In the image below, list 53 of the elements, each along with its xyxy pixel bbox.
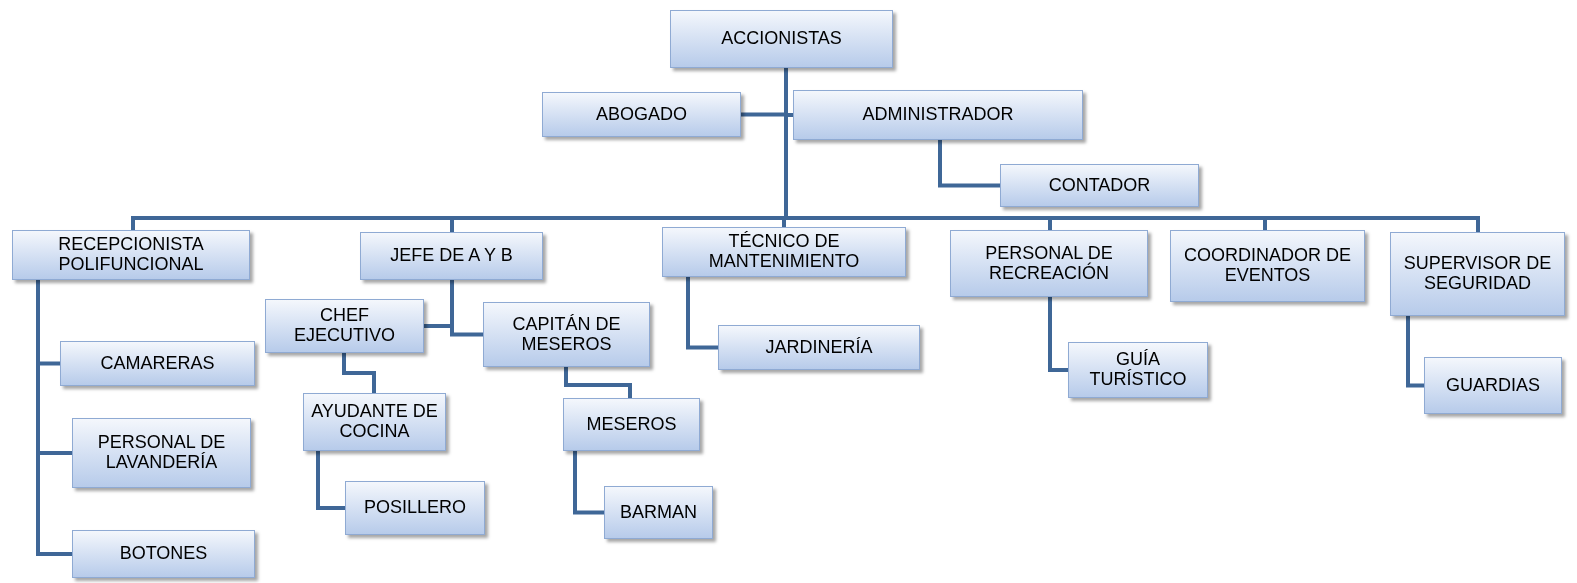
org-box [360,232,543,280]
role-title: SUPERVISOR DE SEGURIDAD [1402,254,1553,294]
role-title: PERSONAL DE RECREACIÓN [984,243,1114,284]
role-title: COORDINADOR DE EVENTOS [1183,246,1352,286]
role-title: CAMARERAS [100,353,215,374]
role-title: ACCIONISTAS [721,29,842,49]
org-box [662,227,906,277]
org-box [265,299,424,353]
role-title: TÉCNICO DE MANTENIMIENTO [707,232,861,272]
org-box [604,486,713,539]
org-box [1170,230,1365,302]
connector-line [938,140,1000,188]
org-box [670,10,893,68]
org-box [483,302,650,367]
role-title: CHEF EJECUTIVO [293,306,396,346]
role-title: GUÍA TURÍSTICO [1088,350,1188,390]
org-box [718,325,920,370]
role-title: AYUDANTE DE COCINA [310,402,439,442]
role-title: BOTONES [119,544,208,564]
org-box [1390,232,1565,316]
org-box [563,398,700,451]
org-box [345,481,485,535]
connector-line [686,277,718,350]
org-box [1068,342,1208,398]
connector-line [342,353,376,393]
role-title: RECEPCIONISTA POLIFUNCIONAL [57,235,205,275]
org-box [1424,357,1562,414]
org-box [72,530,255,578]
connector-line [564,367,632,398]
role-title: ABOGADO [596,104,687,125]
connector-line [1048,297,1068,372]
org-box [72,418,251,488]
connector-line [36,280,72,556]
role-title: BARMAN [620,502,697,523]
connector-line [573,451,604,515]
role-title: ADMINISTRADOR [862,105,1014,125]
role-title: JEFE DE A Y B [390,246,513,266]
org-box [303,393,446,451]
org-box [12,230,250,280]
org-box [60,341,255,386]
role-title: PERSONAL DE LAVANDERÍA [96,433,227,473]
role-title: MESEROS [586,414,677,435]
role-title: GUARDIAS [1446,375,1540,396]
org-box [793,90,1083,140]
connector-line [1406,316,1424,388]
role-title: CONTADOR [1048,175,1151,196]
connector-line [316,451,345,510]
role-title: CAPITÁN DE MESEROS [511,314,622,355]
org-box [950,230,1148,297]
role-title: JARDINERÍA [765,337,873,358]
role-title: POSILLERO [363,498,466,518]
org-box [542,92,741,137]
org-box [1000,164,1199,207]
